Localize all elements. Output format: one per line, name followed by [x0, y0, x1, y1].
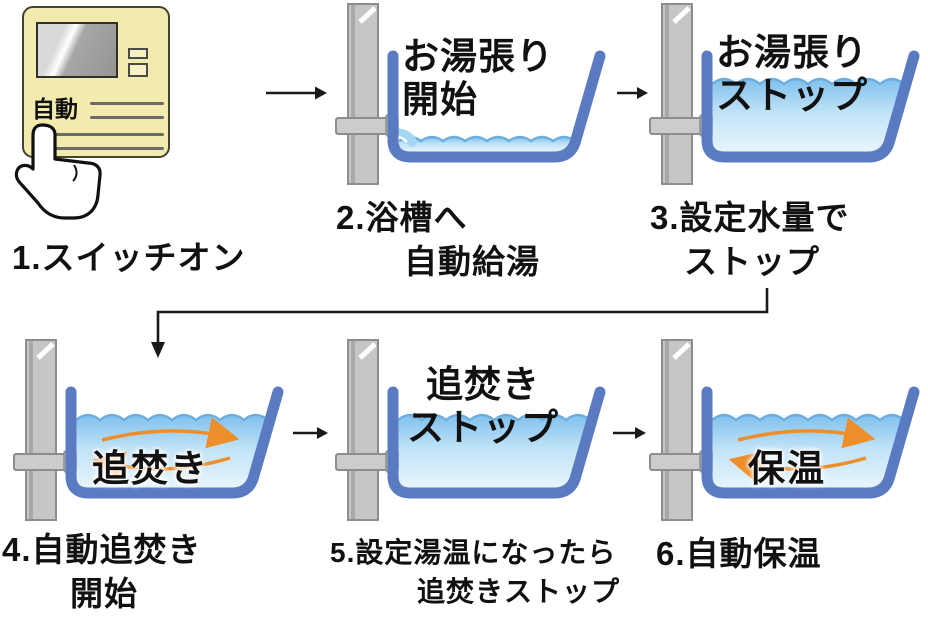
caption-step2: お湯張り 開始 — [402, 36, 554, 120]
bathtub-step4-reheat — [13, 336, 292, 524]
step6-label: 6.自動保温 — [656, 535, 822, 572]
bathroom-wall — [662, 340, 692, 520]
pointing-hand-icon — [14, 123, 102, 220]
remote-panel-line — [90, 116, 164, 119]
remote-button-small-2 — [128, 63, 148, 77]
water-label-step6: 保温 — [748, 448, 826, 489]
remote-panel-line — [36, 147, 164, 150]
bathroom-wall — [662, 4, 692, 184]
step5-label: 5.設定湯温になったら 追焚きストップ — [330, 537, 621, 607]
water-shallow — [399, 137, 575, 152]
caption-step5: 追焚き ストップ — [407, 364, 559, 448]
bathtub-step2-filling — [335, 0, 614, 188]
step4-label: 4.自動追焚き 開始 — [2, 531, 202, 612]
remote-panel-line — [36, 133, 164, 136]
step2-label: 2.浴槽へ 自動給湯 — [336, 199, 540, 280]
flow-arrow-5-6 — [613, 427, 646, 439]
remote-button-small-1 — [128, 48, 148, 59]
bathroom-wall — [348, 340, 378, 520]
step3-label: 3.設定水量で ストップ — [650, 199, 850, 280]
caption-step3: お湯張り ストップ — [716, 32, 868, 116]
flow-arrow-1-2 — [266, 86, 327, 100]
bathroom-wall — [26, 340, 56, 520]
water-wave-line — [398, 135, 576, 143]
auto-button-label: 自動 — [32, 96, 78, 122]
bathroom-wall — [348, 4, 378, 184]
step1-label: 1.スイッチオン — [12, 239, 246, 276]
flow-arrow-4-5 — [293, 427, 328, 439]
bathtub-step6-keepwarm — [649, 336, 928, 524]
flow-arrow-2-3 — [617, 87, 648, 99]
flow-connector-3-4 — [151, 288, 769, 358]
water-label-step4: 追焚き — [92, 448, 209, 489]
remote-panel-line — [90, 102, 164, 105]
remote-screen — [36, 22, 118, 78]
